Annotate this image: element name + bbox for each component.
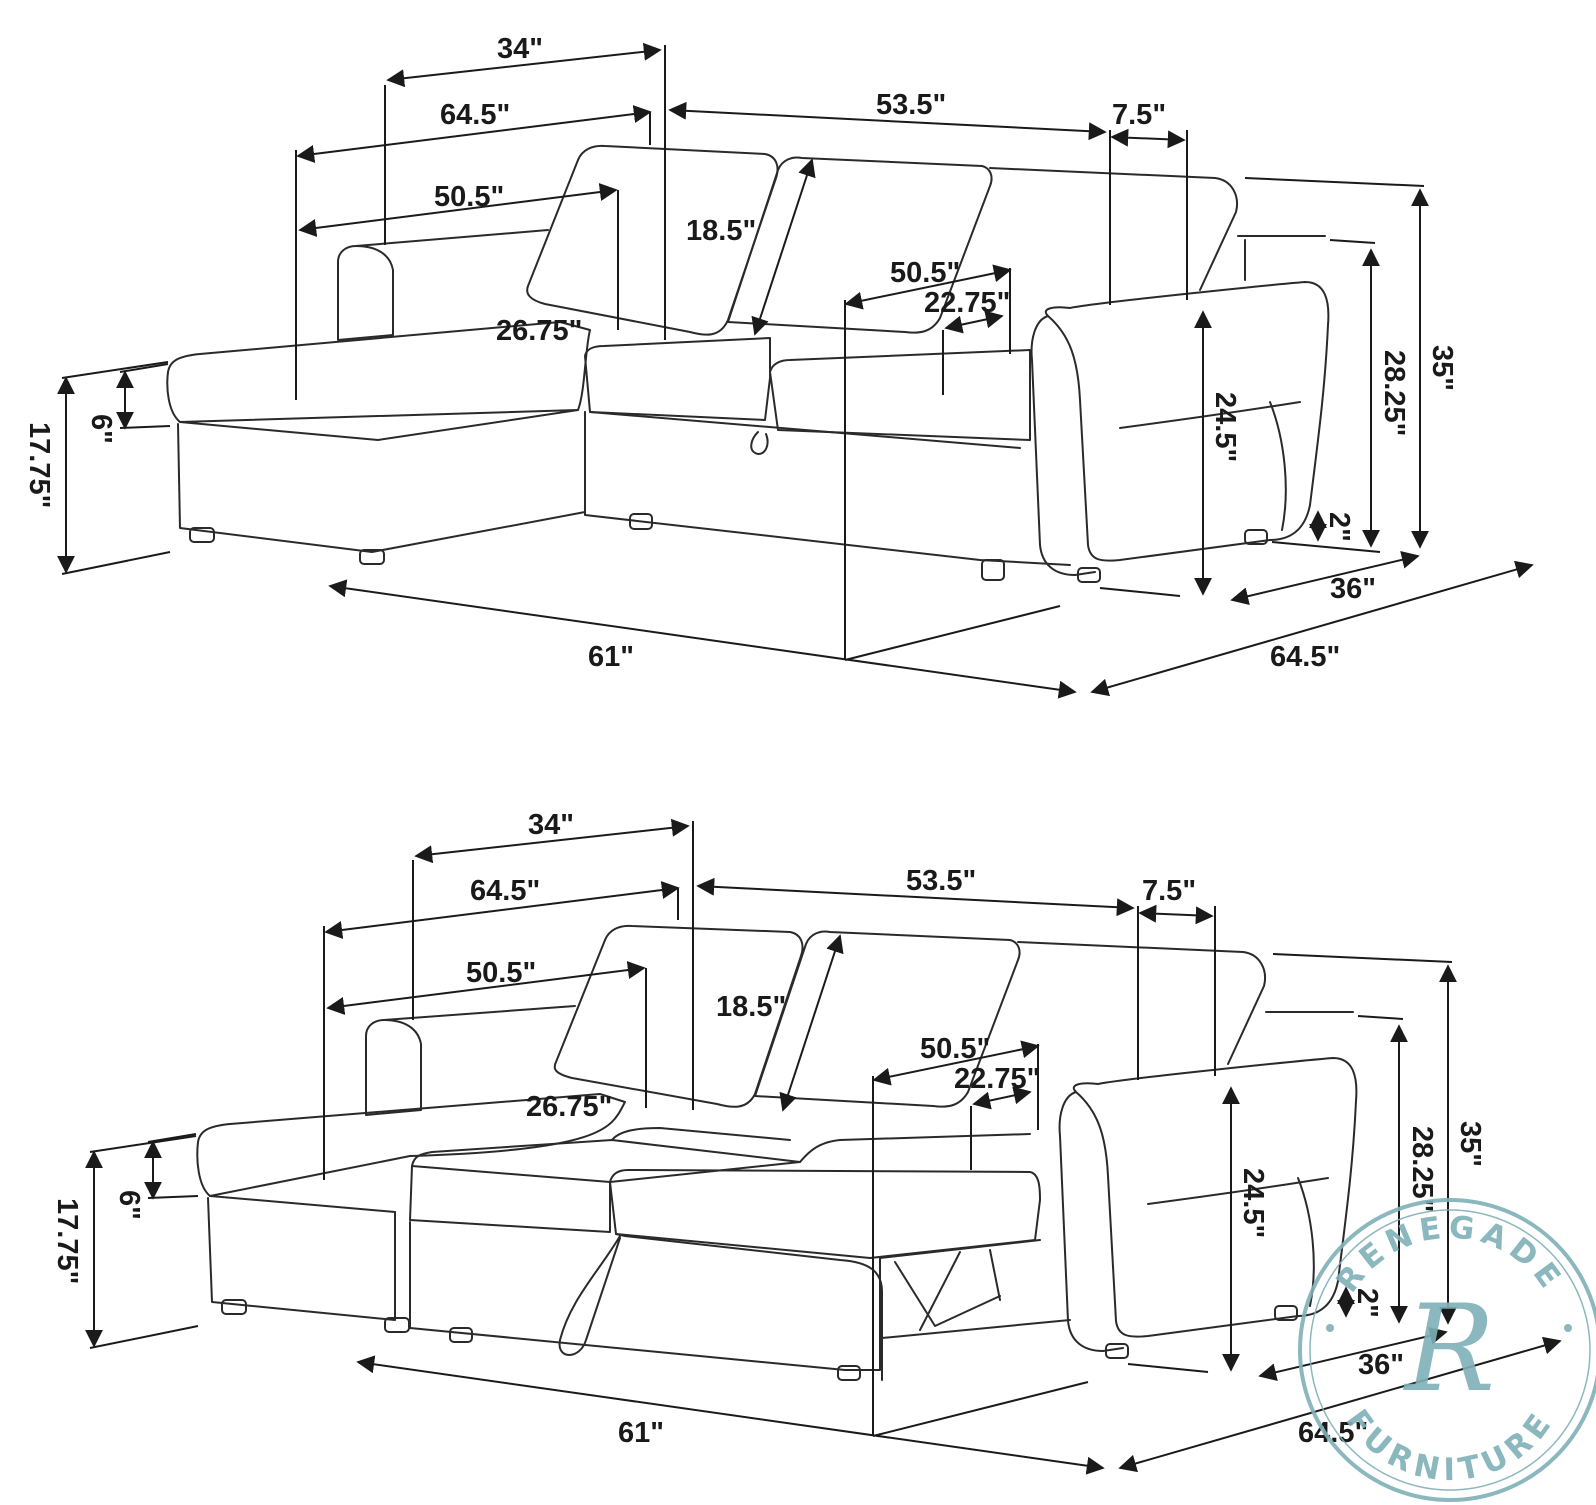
label-arm-height: 24.5"	[1237, 1168, 1269, 1238]
label-chaise-inner: 50.5"	[466, 957, 536, 989]
label-seat-depth: 50.5"	[890, 257, 960, 289]
sofa-dimension-labels: 34" 64.5" 50.5" 53.5" 7.5" 18.5" 26.75" …	[23, 33, 1458, 673]
label-seat-depth-left: 26.75"	[496, 315, 582, 347]
label-chaise-depth: 64.5"	[470, 875, 540, 907]
label-seat-height: 17.75"	[51, 1198, 83, 1284]
label-chaise-depth: 64.5"	[440, 99, 510, 131]
label-depth: 36"	[1358, 1349, 1404, 1381]
label-seat-thickness: 6"	[113, 1190, 145, 1220]
watermark-monogram: R	[1403, 1280, 1495, 1419]
label-top-width: 34"	[497, 33, 543, 65]
label-chaise-inner: 50.5"	[434, 181, 504, 213]
label-back-height: 18.5"	[686, 215, 756, 247]
label-seat-depth: 50.5"	[920, 1033, 990, 1065]
label-front-width: 61"	[618, 1417, 664, 1449]
label-seat-depth-left: 26.75"	[526, 1091, 612, 1123]
label-front-width: 61"	[588, 641, 634, 673]
renegade-furniture-watermark: RENEGADE FURNITURE R	[1298, 1198, 1596, 1502]
label-leg-height: 2"	[1323, 512, 1355, 542]
label-leg-height: 2"	[1351, 1288, 1383, 1318]
label-depth: 36"	[1330, 573, 1376, 605]
label-seat-thickness: 6"	[85, 414, 117, 444]
label-top-width: 34"	[528, 809, 574, 841]
sofa-outline	[166, 144, 1330, 583]
label-arm-width: 7.5"	[1112, 99, 1166, 131]
label-back-width: 53.5"	[906, 865, 976, 897]
sofa-dimension-lines	[57, 42, 1534, 699]
label-total-width: 64.5"	[1270, 641, 1340, 673]
label-arm-width: 7.5"	[1142, 875, 1196, 907]
label-total-height: 35"	[1426, 345, 1458, 391]
bed-dimension-lines	[85, 818, 1562, 1475]
bed-diagram: 34" 64.5" 50.5" 53.5" 7.5" 18.5" 26.75" …	[51, 809, 1562, 1475]
bed-dimension-labels: 34" 64.5" 50.5" 53.5" 7.5" 18.5" 26.75" …	[51, 809, 1486, 1449]
label-seat-height: 17.75"	[23, 422, 55, 508]
label-back-height: 18.5"	[716, 991, 786, 1023]
label-back-width: 53.5"	[876, 89, 946, 121]
label-inner-depth: 22.75"	[954, 1063, 1040, 1095]
label-inner-depth: 22.75"	[924, 287, 1010, 319]
label-arm-height: 24.5"	[1209, 392, 1241, 462]
label-back-height-total: 28.25"	[1378, 350, 1410, 436]
label-back-height-total: 28.25"	[1406, 1126, 1438, 1212]
label-total-height: 35"	[1454, 1121, 1486, 1167]
sofa-diagram: 34" 64.5" 50.5" 53.5" 7.5" 18.5" 26.75" …	[23, 33, 1534, 699]
